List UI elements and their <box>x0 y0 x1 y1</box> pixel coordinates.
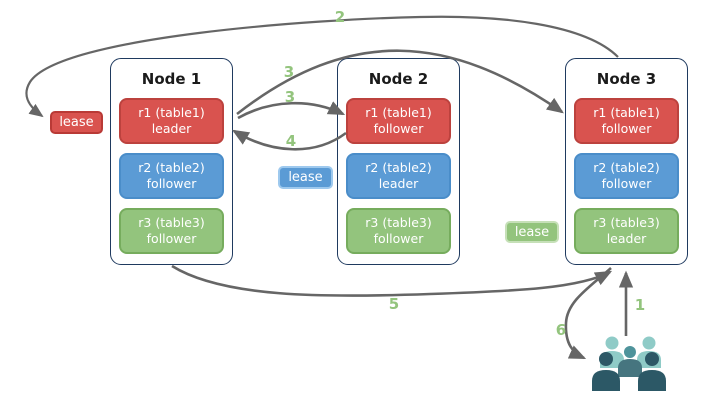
node-2-title: Node 2 <box>368 70 429 88</box>
user-back-right <box>637 336 661 368</box>
node3-replica-r2: r2 (table2) follower <box>574 153 679 199</box>
replica-role: follower <box>601 176 652 191</box>
replica-role: follower <box>146 176 197 191</box>
step-label-4: 4 <box>285 132 297 150</box>
node2-replica-r1: r1 (table1) follower <box>346 98 451 144</box>
replica-name: r2 (table2) <box>593 159 660 175</box>
node2-replica-r3: r3 (table3) follower <box>346 208 451 254</box>
replica-name: r1 (table1) <box>365 104 432 120</box>
arrow-step5-node1-to-node3 <box>171 264 613 297</box>
node-1: Node 1 r1 (table1) leader r2 (table2) fo… <box>110 58 233 265</box>
node-1-title: Node 1 <box>141 70 202 88</box>
step-label-6: 6 <box>555 321 567 339</box>
user-middle <box>618 346 642 377</box>
replica-role: follower <box>146 231 197 246</box>
replica-name: r3 (table3) <box>365 214 432 230</box>
lease-badge-r2: lease <box>278 166 333 189</box>
replica-role: follower <box>373 121 424 136</box>
replica-name: r1 (table1) <box>593 104 660 120</box>
node2-replica-r2: r2 (table2) leader <box>346 153 451 199</box>
node-3: Node 3 r1 (table1) follower r2 (table2) … <box>565 58 688 265</box>
lease-badge-r1: lease <box>50 111 103 134</box>
lease-badge-r3: lease <box>505 221 559 243</box>
node-3-title: Node 3 <box>596 70 657 88</box>
node1-replica-r3: r3 (table3) follower <box>119 208 224 254</box>
node1-replica-r1: r1 (table1) leader <box>119 98 224 144</box>
replica-role: leader <box>378 176 419 191</box>
replica-role: follower <box>373 231 424 246</box>
replica-name: r3 (table3) <box>593 214 660 230</box>
user-front-right <box>638 352 666 391</box>
step-label-2: 2 <box>334 8 346 26</box>
replica-name: r2 (table2) <box>138 159 205 175</box>
node3-replica-r1: r1 (table1) follower <box>574 98 679 144</box>
replica-role: follower <box>601 121 652 136</box>
replica-name: r3 (table3) <box>138 214 205 230</box>
step-label-3b: 3 <box>284 88 296 106</box>
arrow-step6-node3-to-users <box>564 267 612 360</box>
replica-name: r1 (table1) <box>138 104 205 120</box>
step-label-3a: 3 <box>283 63 295 81</box>
replica-name: r2 (table2) <box>365 159 432 175</box>
user-back-left <box>600 336 624 368</box>
node1-replica-r2: r2 (table2) follower <box>119 153 224 199</box>
step-label-5: 5 <box>388 295 400 313</box>
node3-replica-r3: r3 (table3) leader <box>574 208 679 254</box>
node-2: Node 2 r1 (table1) follower r2 (table2) … <box>337 58 460 265</box>
user-front-left <box>592 352 620 391</box>
replica-role: leader <box>151 121 192 136</box>
replica-role: leader <box>606 231 647 246</box>
step-label-1: 1 <box>634 296 646 314</box>
